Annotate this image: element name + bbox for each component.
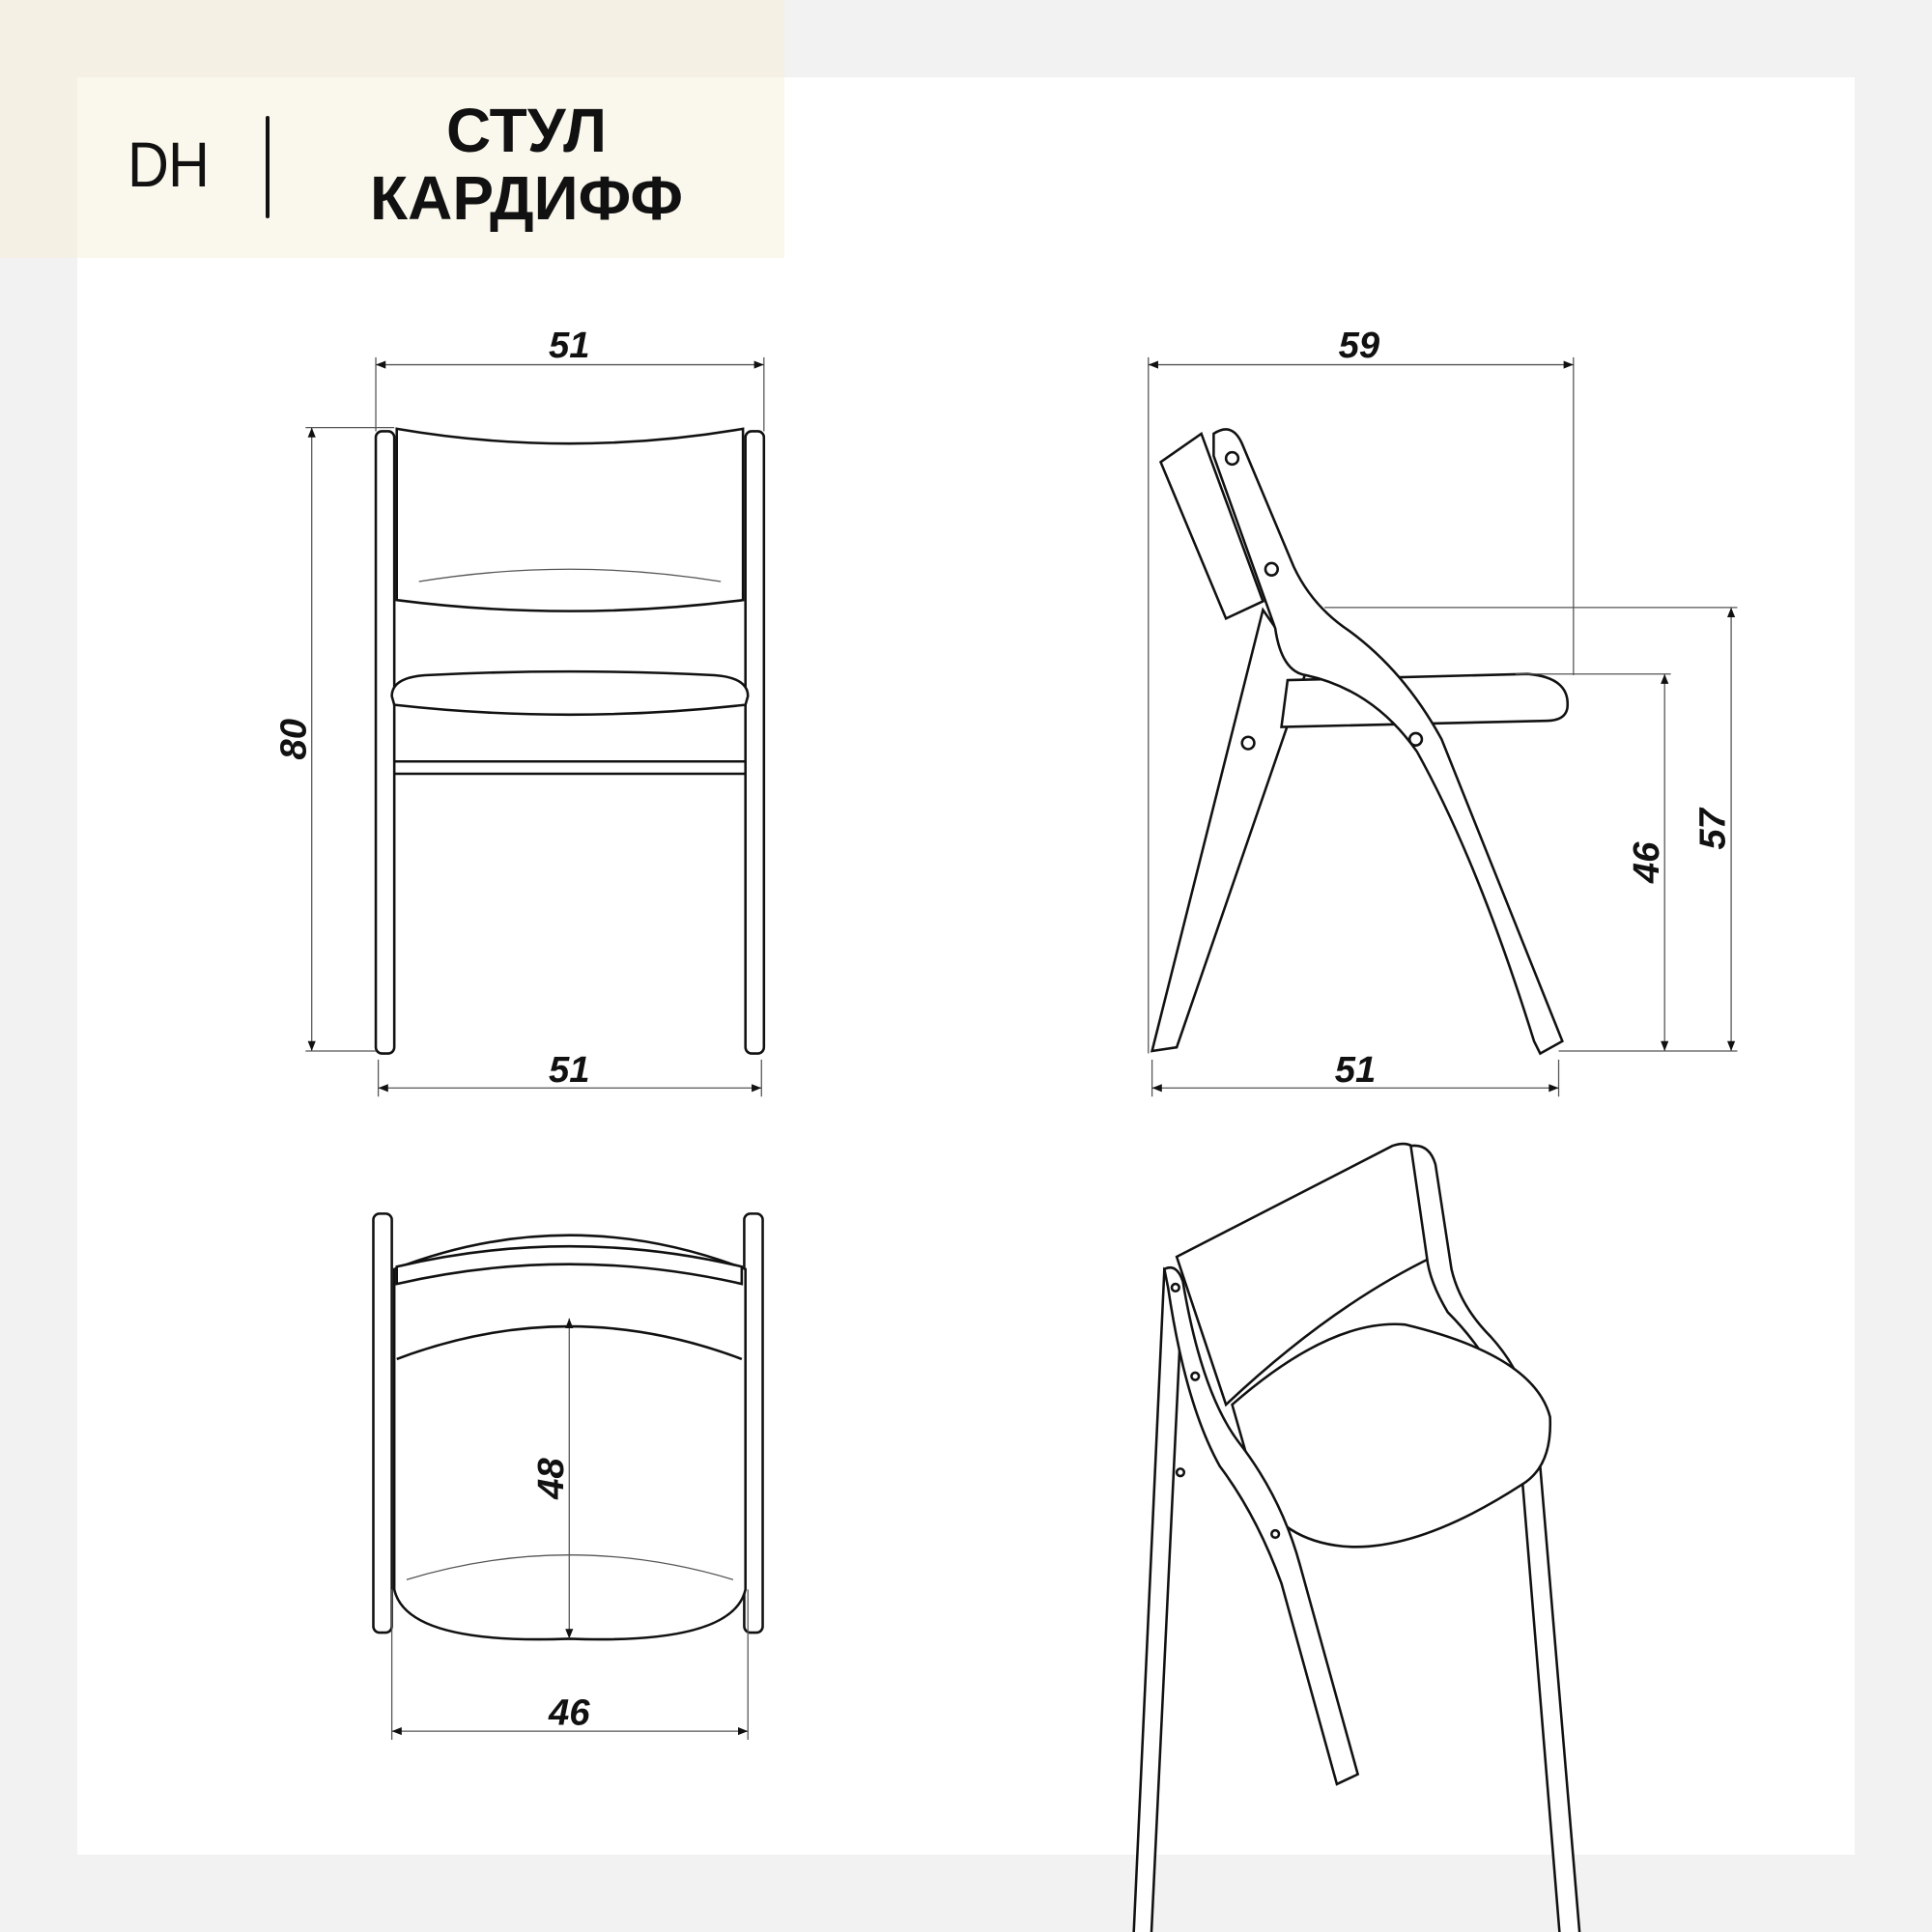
front-view: 51 80 51 xyxy=(272,325,766,1097)
front-leg xyxy=(1150,607,1308,1053)
header-divider xyxy=(266,116,270,218)
title-line-2: КАРДИФФ xyxy=(370,163,683,233)
side-depth-top-label: 59 xyxy=(1339,325,1380,366)
armrest-height-label: 57 xyxy=(1692,807,1734,849)
side-depth-bottom-label: 51 xyxy=(1335,1049,1377,1091)
seat-depth-label: 48 xyxy=(530,1458,572,1500)
right-post xyxy=(744,430,766,1055)
iso-backrest xyxy=(1175,1142,1435,1407)
iso-front-leg xyxy=(1132,1266,1184,1932)
iso-right-leg xyxy=(1520,1464,1581,1932)
backrest xyxy=(395,427,745,612)
top-view: 48 46 xyxy=(372,1212,764,1741)
front-width-top-label: 51 xyxy=(549,325,590,366)
seat-width-label: 46 xyxy=(548,1692,590,1734)
brand-logo: DH xyxy=(128,128,210,200)
title-line-1: СТУЛ xyxy=(446,96,607,165)
front-width-bottom-label: 51 xyxy=(549,1049,590,1091)
seat-height-label: 46 xyxy=(1626,841,1667,884)
seat xyxy=(390,669,750,717)
product-title: СТУЛ КАРДИФФ xyxy=(328,97,724,232)
isometric-view xyxy=(1132,1142,1581,1932)
back-frame xyxy=(1212,428,1564,1056)
front-height-label: 80 xyxy=(272,719,314,760)
iso-back-frame xyxy=(1162,1265,1360,1786)
side-view: 59 46 57 51 xyxy=(1148,325,1738,1097)
iso-seat xyxy=(1231,1322,1552,1548)
left-post xyxy=(374,430,396,1055)
header-box xyxy=(77,77,784,258)
back-cushion xyxy=(1158,431,1264,621)
